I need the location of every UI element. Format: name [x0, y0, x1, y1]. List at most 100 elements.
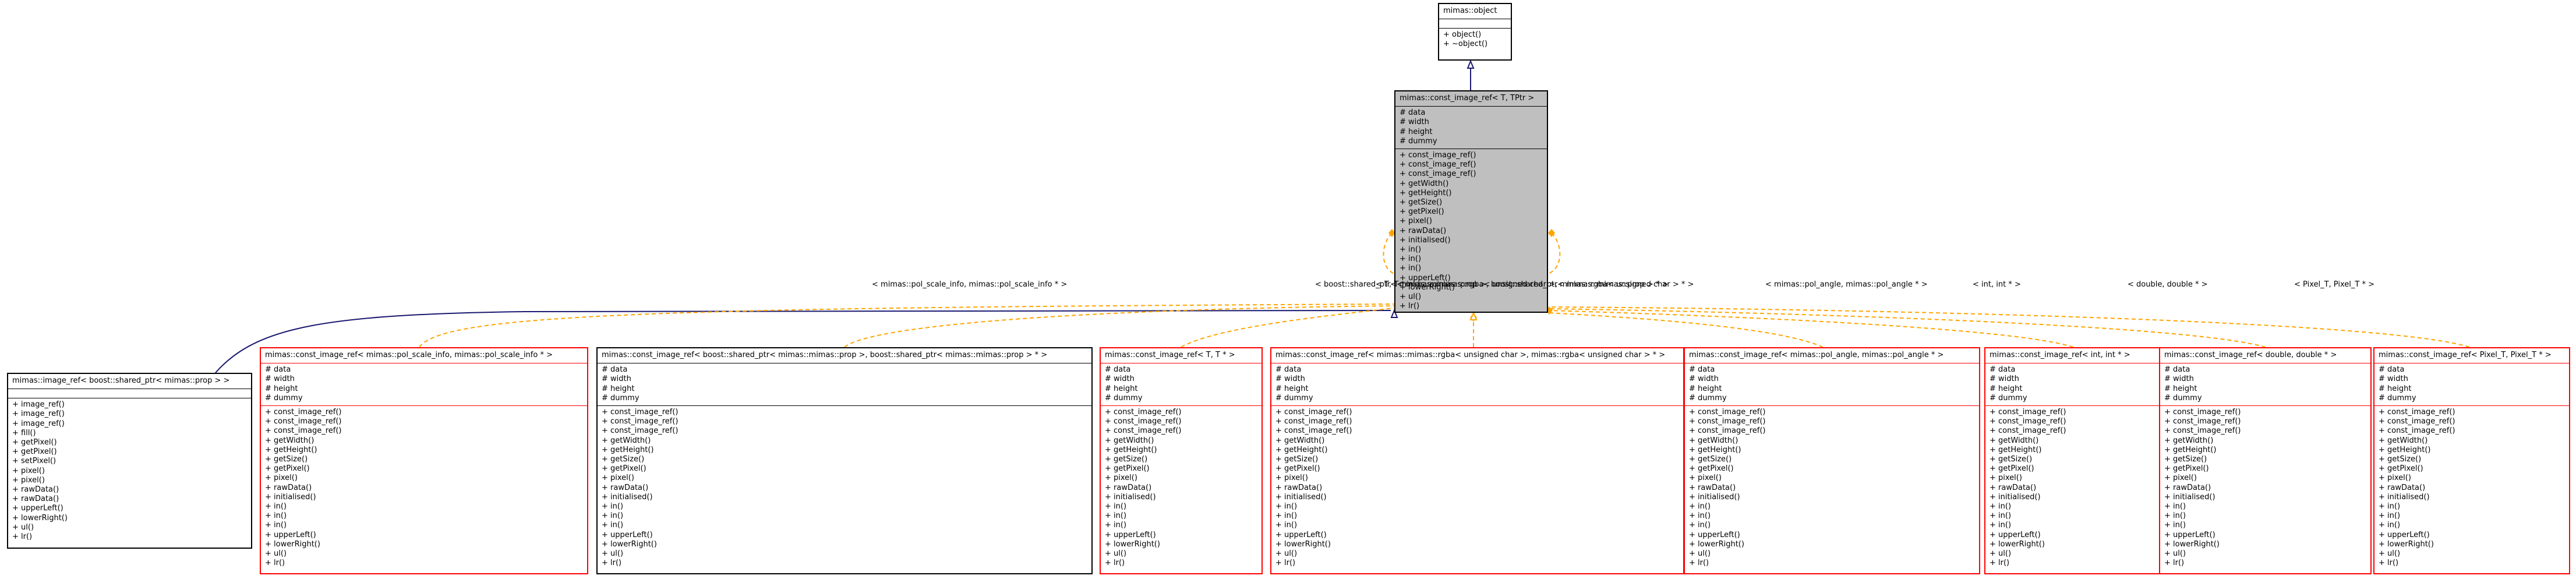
template-edge: [1383, 232, 1395, 274]
attribute-row: # data: [1689, 365, 1715, 375]
attribute-row: # height: [1689, 384, 1722, 393]
method-row: + ul(): [1400, 292, 1422, 302]
method-row: + initialised(): [1990, 492, 2041, 502]
attributes-section: [8, 389, 251, 398]
class-box-derived[interactable]: mimas::const_image_ref< Pixel_T, Pixel_T…: [2373, 347, 2570, 574]
method-row: + lr(): [12, 532, 33, 542]
method-row: + getWidth(): [2379, 436, 2428, 445]
template-edge: [1549, 306, 2470, 348]
edge-label: < Pixel_T, Pixel_T * >: [2294, 280, 2374, 289]
method-row: + const_image_ref(): [602, 417, 679, 426]
template-edge: [1181, 307, 1398, 348]
attribute-row: # height: [1105, 384, 1138, 393]
method-row: + const_image_ref(): [1105, 408, 1182, 417]
class-box-derived[interactable]: mimas::const_image_ref< int, int * ># da…: [1984, 347, 2161, 574]
class-box-object[interactable]: mimas::object + object() + ~object(): [1438, 3, 1512, 61]
method-row: + const_image_ref(): [1689, 417, 1766, 426]
method-row: + ul(): [602, 549, 624, 559]
class-title: mimas::const_image_ref< Pixel_T, Pixel_T…: [2379, 351, 2552, 359]
attributes-section: # data# width# height# dummy: [1101, 363, 1262, 405]
methods-section: + const_image_ref()+ const_image_ref()+ …: [2374, 406, 2569, 570]
method-row: + upperLeft(): [2164, 530, 2215, 539]
inheritance-arrowhead: [1390, 309, 1398, 318]
edge-label: < mimas::pol_scale_info, mimas::pol_scal…: [872, 280, 1068, 289]
method-row: + getHeight(): [2379, 445, 2431, 454]
attribute-row: # width: [265, 375, 295, 384]
class-box-derived[interactable]: mimas::const_image_ref< double, double *…: [2159, 347, 2372, 574]
attribute-row: # width: [1990, 375, 2019, 384]
attribute-row: # width: [1400, 118, 1429, 127]
class-box-derived[interactable]: mimas::const_image_ref< T, T * ># data# …: [1100, 347, 1263, 574]
method-row: + const_image_ref(): [1275, 408, 1352, 417]
method-row: + initialised(): [1275, 492, 1327, 502]
class-box-derived[interactable]: mimas::const_image_ref< mimas::mimas::rg…: [1270, 347, 1684, 574]
method-row: + rawData(): [1105, 483, 1152, 492]
template-arrowhead: [1469, 311, 1478, 320]
method-row: + getHeight(): [1105, 445, 1157, 454]
attribute-row: # data: [1990, 365, 2016, 375]
edge-label: < int, int * >: [1973, 280, 2021, 289]
method-row: + const_image_ref(): [2164, 417, 2241, 426]
attribute-row: # height: [265, 384, 298, 393]
attribute-row: # data: [602, 365, 628, 375]
attribute-row: # width: [1105, 375, 1135, 384]
method-row: + initialised(): [1689, 492, 1740, 502]
method-row: + getSize(): [2379, 455, 2422, 464]
method-row: + const_image_ref(): [2164, 408, 2241, 417]
class-box-const-image-ref[interactable]: mimas::const_image_ref< T, TPtr > # data…: [1394, 90, 1548, 313]
method-row: + getHeight(): [1275, 445, 1328, 454]
template-marker: [1548, 229, 1555, 237]
method-row: + const_image_ref(): [1689, 408, 1766, 417]
class-box-derived[interactable]: mimas::const_image_ref< boost::shared_pt…: [596, 347, 1093, 574]
method-row: + lr(): [2164, 559, 2185, 568]
method-row: + ul(): [265, 549, 287, 559]
method-row: + rawData(): [1275, 483, 1323, 492]
attribute-row: # data: [1275, 365, 1302, 375]
method-row: + lr(): [1105, 559, 1125, 568]
attributes-section: # data# width# height# dummy: [1271, 363, 1683, 405]
method-row: + upperLeft(): [1275, 530, 1327, 539]
method-row: + in(): [1400, 255, 1422, 264]
method-row: + const_image_ref(): [1400, 151, 1476, 160]
method-row: + upperLeft(): [1689, 530, 1740, 539]
method-row: + setPixel(): [12, 457, 56, 466]
class-title: mimas::const_image_ref< mimas::pol_angle…: [1689, 351, 1944, 359]
method-row: + getHeight(): [1990, 445, 2042, 454]
method-row: + ul(): [1990, 549, 2012, 559]
method-row: + rawData(): [2379, 483, 2426, 492]
class-title: mimas::const_image_ref< T, T * >: [1105, 351, 1235, 359]
method-row: + initialised(): [602, 492, 653, 502]
method-row: + in(): [2164, 521, 2186, 530]
template-edge: [1549, 312, 1824, 348]
separator: [1985, 405, 2160, 407]
method-row: + lr(): [1400, 302, 1420, 311]
method-row: + upperLeft(): [265, 530, 316, 539]
method-row: + in(): [265, 511, 287, 521]
class-title: mimas::const_image_ref< mimas::mimas::rg…: [1275, 351, 1666, 359]
method-row: + ul(): [1689, 549, 1711, 559]
method-row: + in(): [602, 521, 624, 530]
attributes-section: [1439, 19, 1511, 28]
class-box-derived[interactable]: mimas::const_image_ref< mimas::pol_angle…: [1684, 347, 1980, 574]
method-row: + getSize(): [265, 455, 308, 464]
method-row: + getSize(): [1275, 455, 1319, 464]
method-row: + in(): [1689, 502, 1711, 511]
method-row: + upperLeft(): [602, 530, 653, 539]
attribute-row: # width: [2164, 375, 2194, 384]
separator: [1271, 405, 1683, 407]
class-box-derived[interactable]: mimas::const_image_ref< mimas::pol_scale…: [260, 347, 588, 574]
method-row: + getWidth(): [265, 436, 315, 445]
method-row: + lr(): [1689, 559, 1709, 568]
method-row: + lowerRight(): [1400, 283, 1455, 292]
attribute-row: # width: [1275, 375, 1305, 384]
methods-section: + const_image_ref() + const_image_ref() …: [1395, 149, 1547, 312]
method-row: + ul(): [1275, 549, 1298, 559]
method-row: + getHeight(): [602, 445, 654, 454]
method-row: + getSize(): [1689, 455, 1732, 464]
method-row: + getWidth(): [1105, 436, 1154, 445]
method-row: + getSize(): [602, 455, 645, 464]
class-box-derived[interactable]: mimas::image_ref< boost::shared_ptr< mim…: [7, 373, 252, 549]
attribute-row: # data: [2379, 365, 2405, 375]
method-row: + const_image_ref(): [1275, 426, 1352, 436]
method-row: + in(): [2164, 502, 2186, 511]
